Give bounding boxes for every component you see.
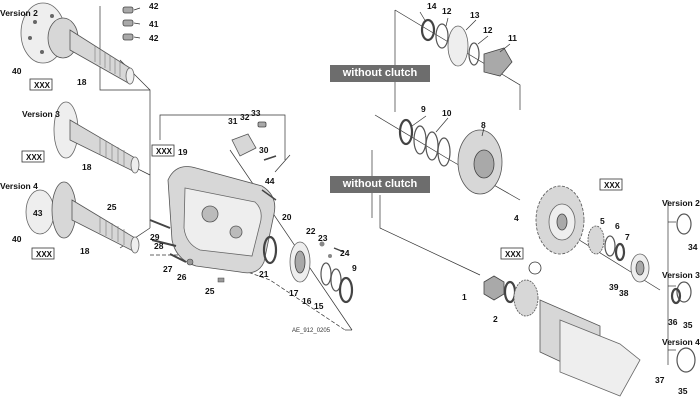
callout-13: 13 (470, 10, 480, 20)
callout-25: 25 (205, 286, 215, 296)
figure-reference-code: AE_912_0205 (292, 328, 331, 334)
callout-38: 38 (619, 288, 629, 298)
callout-24: 24 (340, 248, 350, 258)
callout-1: 1 (462, 292, 467, 302)
version-labels: Version 2 Version 3 Version 4 Version 2 … (0, 8, 700, 347)
callout-15: 15 (314, 301, 324, 311)
output-shaft-version-3 (53, 101, 140, 174)
callout-8: 8 (481, 120, 486, 130)
callout-32: 32 (240, 112, 250, 122)
callout-22: 22 (306, 226, 316, 236)
callout-36: 36 (668, 317, 678, 327)
bolt-set-41-42 (122, 6, 134, 41)
output-shaft-version-4 (25, 181, 140, 254)
xxx-tag: XXX (151, 144, 175, 157)
callout-21: 21 (259, 269, 269, 279)
callout-35: 35 (678, 386, 688, 396)
pinion-assembly-1-3 (483, 275, 641, 397)
callout-3-circle (528, 261, 542, 275)
callout-18: 18 (82, 162, 92, 172)
bearing-stack (262, 235, 354, 304)
bracket-31-32-33 (231, 121, 277, 201)
gear-parts-5-6-7 (587, 225, 626, 262)
output-shaft-version-2 (20, 2, 135, 85)
seal-version-3 (670, 281, 692, 305)
version-2-label: Version 2 (0, 8, 38, 18)
callout-9: 9 (352, 263, 357, 273)
version-3-label: Version 3 (22, 109, 60, 119)
callout-9: 9 (421, 104, 426, 114)
callout-12: 12 (442, 6, 452, 16)
callout-14: 14 (427, 1, 437, 11)
xxx-tag: XXX (500, 247, 524, 260)
svg-text:XXX: XXX (604, 181, 621, 190)
callout-44: 44 (265, 176, 275, 186)
callout-2: 2 (493, 314, 498, 324)
callout-25: 25 (107, 202, 117, 212)
xxx-tag: XXX (29, 78, 53, 91)
housing-cover (167, 166, 276, 274)
callout-18: 18 (80, 246, 90, 256)
callout-10: 10 (442, 108, 452, 118)
callout-43: 43 (33, 208, 43, 218)
version-3-label: Version 3 (662, 270, 700, 280)
callout-23: 23 (318, 233, 328, 243)
callout-33: 33 (251, 108, 261, 118)
callout-37: 37 (655, 375, 665, 385)
svg-text:XXX: XXX (36, 250, 53, 259)
small-parts-29-28-27-26 (149, 219, 225, 283)
callout-26: 26 (177, 272, 187, 282)
without-clutch-banner: without clutch (330, 176, 430, 193)
callout-29: 29 (150, 232, 160, 242)
callout-11: 11 (508, 33, 517, 43)
callout-41: 41 (149, 19, 159, 29)
xxx-tag: XXX (21, 150, 45, 163)
without-clutch-banner: without clutch (330, 65, 430, 82)
seal-version-2 (676, 213, 692, 235)
callout-19: 19 (178, 147, 188, 157)
callout-39: 39 (609, 282, 619, 292)
callout-leaders (133, 7, 511, 137)
callout-7: 7 (625, 232, 630, 242)
bearing-38-39 (630, 253, 650, 283)
callout-4: 4 (514, 213, 519, 223)
callout-16: 16 (302, 296, 312, 306)
callout-numbers: 42 41 42 40 18 18 43 40 25 18 19 31 32 3… (12, 1, 698, 396)
callout-31: 31 (228, 116, 238, 126)
callout-5: 5 (600, 216, 605, 226)
callout-12: 12 (483, 25, 493, 35)
xxx-tag: XXX (599, 178, 623, 191)
clutch-assembly-11-14 (420, 18, 513, 77)
svg-text:XXX: XXX (505, 250, 522, 259)
callout-28: 28 (154, 241, 164, 251)
svg-text:XXX: XXX (156, 147, 173, 156)
version-4-label: Version 4 (662, 337, 700, 347)
callout-20: 20 (282, 212, 292, 222)
callout-17: 17 (289, 288, 299, 298)
seal-version-4 (676, 347, 696, 373)
main-gear-4 (535, 185, 585, 255)
callout-42: 42 (149, 33, 159, 43)
callout-6: 6 (615, 221, 620, 231)
callout-30: 30 (259, 145, 269, 155)
svg-text:XXX: XXX (34, 81, 51, 90)
clutch-hub-8-10 (398, 118, 503, 195)
callout-42: 42 (149, 1, 159, 11)
svg-text:XXX: XXX (26, 153, 43, 162)
callout-35: 35 (683, 320, 693, 330)
version-2-label: Version 2 (662, 198, 700, 208)
callout-34: 34 (688, 242, 698, 252)
callout-27: 27 (163, 264, 173, 274)
version-4-label: Version 4 (0, 181, 38, 191)
callout-18: 18 (77, 77, 87, 87)
callout-40: 40 (12, 234, 22, 244)
callout-40: 40 (12, 66, 22, 76)
xxx-tag: XXX (31, 247, 55, 260)
